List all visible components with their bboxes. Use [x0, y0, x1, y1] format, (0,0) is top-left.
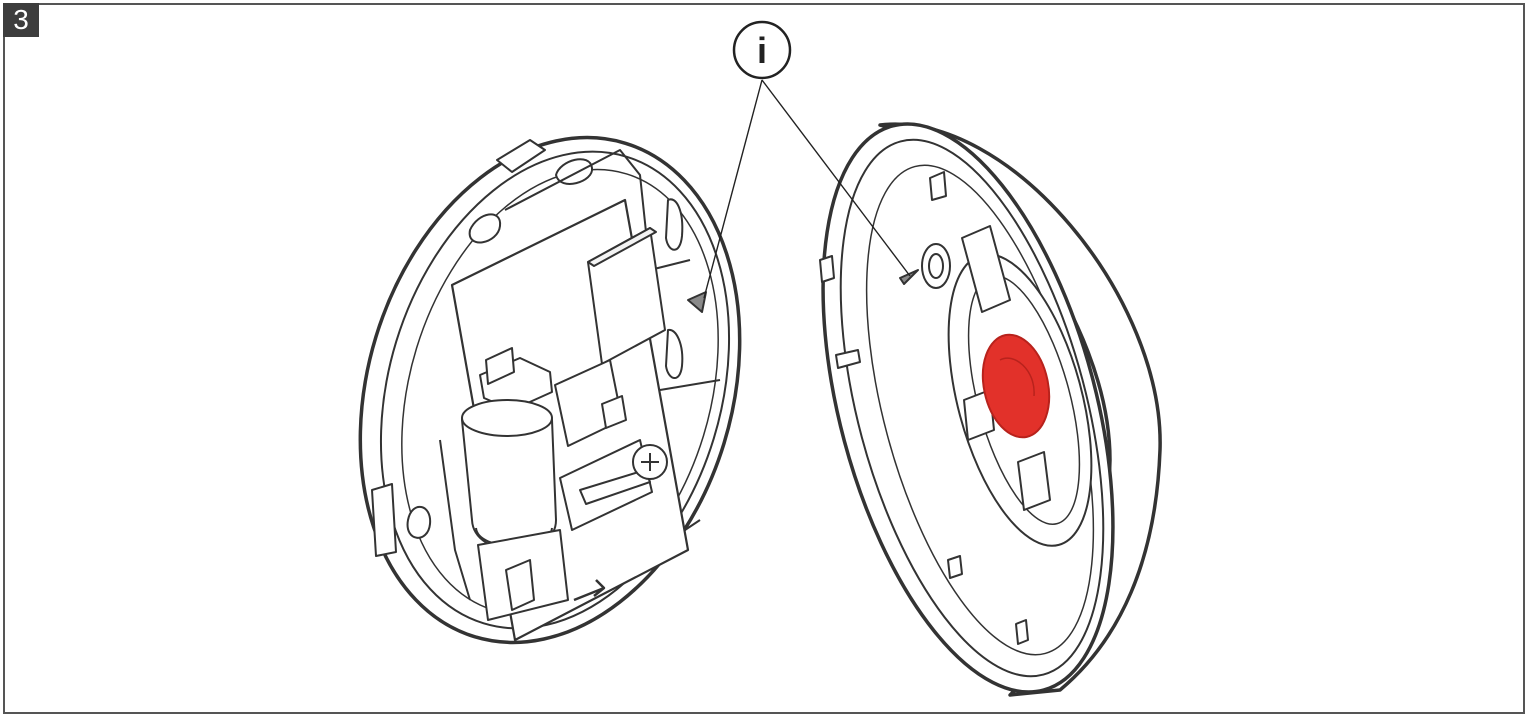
rib-top — [504, 149, 691, 271]
cover-tab-3 — [929, 171, 947, 201]
cover-boss-bottom — [1017, 451, 1051, 511]
info-callout: i — [703, 20, 911, 299]
callout-leader-line-cover — [761, 79, 911, 277]
figure-frame — [3, 3, 1525, 714]
arrow-icon — [573, 579, 606, 602]
rib-right — [659, 379, 721, 391]
battery-top-cap — [461, 399, 553, 437]
cover-tab-1 — [819, 255, 835, 283]
screw-slot-right-lower — [665, 328, 684, 379]
rib-left — [439, 439, 471, 601]
info-callout-icon — [732, 20, 792, 80]
detector-base-half — [358, 135, 742, 645]
cover-boss-top — [961, 225, 1011, 313]
screw-slot-right — [665, 198, 684, 251]
cover-tab-5 — [1015, 619, 1029, 645]
cover-tab-4 — [947, 555, 963, 579]
step-number-badge: 3 — [3, 3, 39, 37]
callout-leader-line-base — [703, 79, 763, 299]
cover-tab-2 — [835, 349, 861, 369]
rim-clip-top — [496, 139, 546, 173]
alignment-marker-base — [687, 291, 707, 313]
tamper-switch-button[interactable] — [601, 395, 627, 429]
detector-cover-half — [819, 122, 1162, 697]
screw-slot-bottom — [406, 506, 432, 539]
red-test-button[interactable] — [974, 328, 1058, 443]
screw-slot-left — [468, 213, 502, 244]
rim-clip-left — [371, 483, 397, 557]
info-callout-symbol: i — [757, 30, 767, 71]
